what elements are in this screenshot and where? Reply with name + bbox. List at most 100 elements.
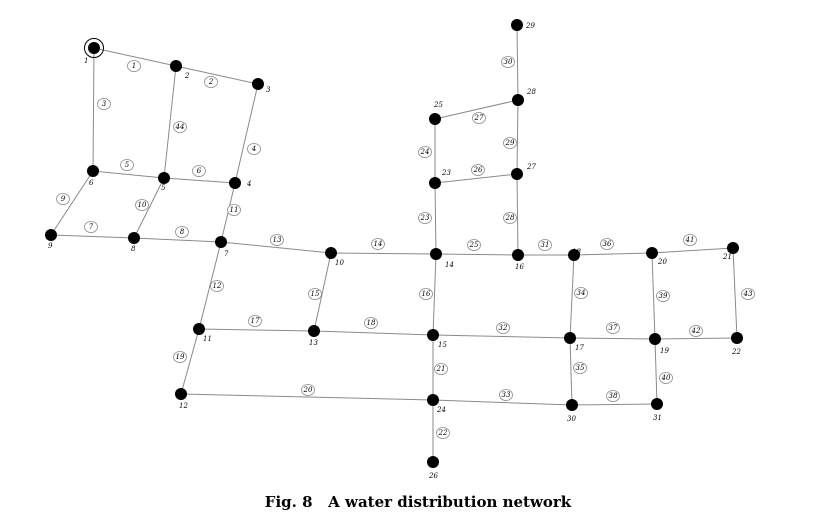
- pipe-label-30: 30: [502, 57, 515, 68]
- node-label: 8: [131, 245, 136, 253]
- pipe-label-text: 42: [691, 327, 701, 335]
- node-dot: [325, 247, 337, 259]
- pipe-label-1: 1: [128, 61, 141, 72]
- node-dot: [566, 399, 578, 411]
- pipe-label-text: 6: [197, 167, 202, 175]
- node-label: 19: [660, 347, 669, 355]
- pipe-label-44: 44: [174, 122, 187, 133]
- pipe-label-text: 4: [251, 145, 256, 153]
- pipe-label-text: 35: [576, 364, 585, 372]
- pipe-39: [652, 253, 655, 339]
- node-label: 20: [657, 258, 667, 266]
- node-15: 15: [427, 329, 447, 349]
- pipe-label-15: 15: [309, 289, 322, 300]
- pipe-label-14: 14: [372, 239, 385, 250]
- pipe-label-text: 12: [213, 282, 222, 290]
- pipe-label-24: 24: [419, 147, 432, 158]
- node-label: 11: [203, 335, 212, 343]
- node-label: 25: [433, 101, 443, 109]
- figure-caption: Fig. 8 A water distribution network: [0, 493, 836, 511]
- node-label: 22: [731, 348, 741, 356]
- pipe-label-32: 32: [497, 323, 510, 334]
- node-9: 9: [45, 229, 57, 250]
- node-dot: [427, 456, 439, 468]
- pipe-label-text: 29: [505, 139, 515, 147]
- pipe-32: [433, 335, 570, 338]
- node-dot: [511, 19, 523, 31]
- node-8: 8: [128, 232, 140, 253]
- node-label: 30: [567, 415, 576, 423]
- node-5: 5: [158, 172, 170, 192]
- node-label: 18: [572, 248, 581, 256]
- pipe-label-22: 22: [437, 428, 450, 439]
- node-dot: [45, 229, 57, 241]
- node-19: 19: [649, 333, 669, 355]
- pipe-label-25: 25: [468, 240, 481, 251]
- node-dot: [564, 332, 576, 344]
- pipe-label-16: 16: [420, 289, 433, 300]
- pipe-6: [164, 178, 235, 183]
- pipe-label-text: 30: [504, 58, 513, 66]
- pipe-42: [655, 338, 737, 339]
- node-label: 16: [515, 263, 524, 271]
- pipe-label-text: 41: [685, 236, 695, 244]
- pipe-label-38: 38: [607, 391, 620, 402]
- node-dot: [511, 168, 523, 180]
- node-16: 16: [512, 249, 524, 271]
- node-dot: [175, 388, 187, 400]
- pipe-43: [733, 248, 737, 338]
- pipe-label-text: 39: [659, 292, 668, 300]
- pipe-28: [517, 174, 518, 255]
- pipe-7: [51, 235, 134, 238]
- pipe-label-31: 31: [539, 240, 552, 251]
- pipe-label-28: 28: [504, 213, 517, 224]
- node-dot: [229, 177, 241, 189]
- pipe-label-text: 23: [420, 214, 430, 222]
- pipe-18: [314, 331, 433, 335]
- node-dot: [158, 172, 170, 184]
- node-21: 21: [722, 242, 739, 261]
- node-dot: [731, 332, 743, 344]
- pipe-5: [93, 171, 164, 178]
- node-dot: [252, 78, 264, 90]
- pipe-label-text: 15: [311, 290, 320, 298]
- pipe-23: [435, 183, 436, 254]
- pipe-label-text: 31: [541, 241, 550, 249]
- pipe-label-text: 5: [125, 161, 130, 169]
- pipe-label-text: 20: [303, 386, 313, 394]
- pipe-label-19: 19: [174, 352, 187, 363]
- pipe-label-39: 39: [657, 291, 670, 302]
- pipe-label-text: 38: [609, 392, 618, 400]
- node-dot: [128, 232, 140, 244]
- pipe-30: [517, 25, 518, 100]
- node-label: 24: [436, 406, 446, 414]
- pipe-40: [655, 339, 657, 404]
- pipe-label-text: 24: [420, 148, 430, 156]
- pipe-34: [570, 255, 574, 338]
- pipe-label-6: 6: [193, 166, 206, 177]
- node-dot: [170, 60, 182, 72]
- node-13: 13: [308, 325, 320, 347]
- pipe-label-13: 13: [271, 235, 284, 246]
- node-10: 10: [325, 247, 344, 267]
- node-dot: [429, 177, 441, 189]
- node-dot: [651, 398, 663, 410]
- pipe-label-text: 14: [374, 240, 383, 248]
- pipe-label-8: 8: [176, 227, 189, 238]
- node-dot: [430, 248, 442, 260]
- node-label: 4: [246, 180, 251, 188]
- pipe-label-23: 23: [419, 213, 432, 224]
- pipe-label-text: 17: [251, 317, 260, 325]
- pipe-8: [134, 238, 221, 242]
- pipe-label-text: 7: [89, 223, 94, 231]
- pipe-label-text: 19: [176, 353, 185, 361]
- node-label: 23: [441, 169, 451, 177]
- node-30: 30: [566, 399, 578, 423]
- pipe-label-2: 2: [205, 77, 218, 88]
- node-24: 24: [427, 394, 446, 414]
- pipe-14: [331, 253, 436, 254]
- pipe-label-text: 22: [438, 429, 448, 437]
- pipe-label-41: 41: [684, 235, 697, 246]
- node-label: 5: [161, 184, 166, 192]
